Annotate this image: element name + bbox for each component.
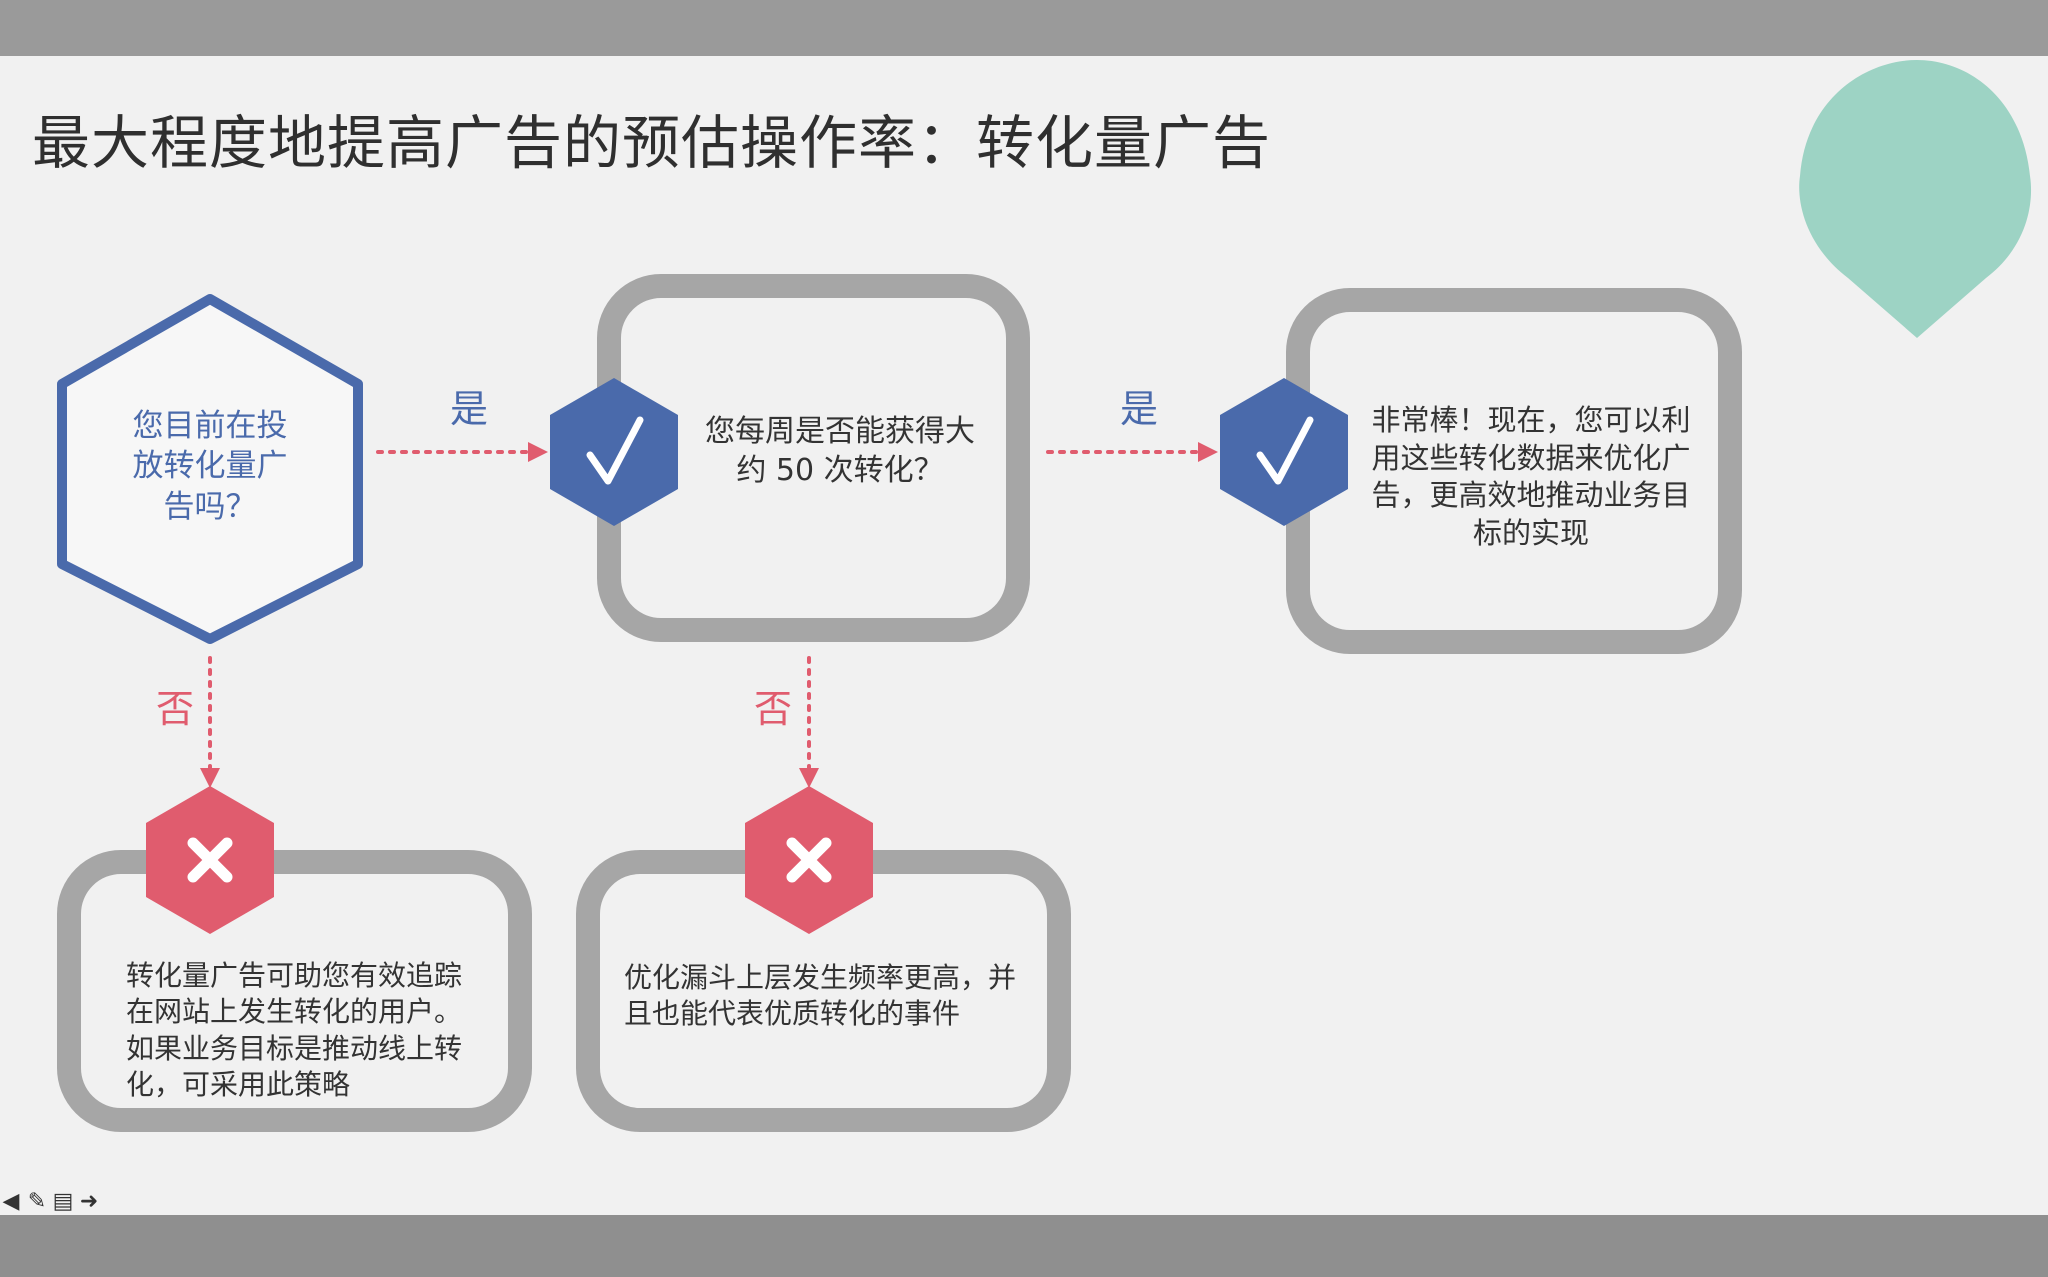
window-top-bar xyxy=(0,0,2048,56)
flowchart xyxy=(57,60,2032,1132)
question-conversion-ads: 您目前在投放转化量广告吗？ xyxy=(132,408,288,525)
slide-title: 最大程度地提高广告的预估操作率：转化量广告 xyxy=(32,109,1272,177)
question-hexagon xyxy=(57,294,363,644)
menu-icon[interactable]: ▤ xyxy=(52,1189,74,1214)
edge-label-no: 否 xyxy=(156,687,195,731)
window-bottom-bar xyxy=(0,1215,2048,1277)
edge-label-yes: 是 xyxy=(1120,387,1159,431)
question-weekly-conversions: 您每周是否能获得大约 50 次转化？ xyxy=(705,414,975,488)
check-icon xyxy=(550,378,678,526)
cross-icon xyxy=(745,786,873,934)
previous-slide-icon[interactable]: ◀ xyxy=(2,1189,20,1214)
frame-no-conversion-ads xyxy=(57,850,532,1132)
success-message: 非常棒！现在，您可以利用这些转化数据来优化广告，更高效地推动业务目标的实现 xyxy=(1371,403,1691,551)
optimize-upper-funnel-advice: 优化漏斗上层发生频率更高，并且也能代表优质转化的事件 xyxy=(624,961,1017,1031)
no-conversion-ads-advice: 转化量广告可助您有效追踪在网站上发生转化的用户。如果业务目标是推动线上转化，可采… xyxy=(126,959,463,1102)
pen-icon[interactable]: ✎ xyxy=(27,1189,47,1214)
edge-label-no: 否 xyxy=(754,687,793,731)
next-slide-icon[interactable]: ➜ xyxy=(79,1189,99,1214)
check-icon xyxy=(1220,378,1348,526)
edge-label-yes: 是 xyxy=(450,387,489,431)
presentation-toolbar: ◀ ✎ ▤ ➜ xyxy=(0,1190,100,1214)
cross-icon xyxy=(146,786,274,934)
slide: 最大程度地提高广告的预估操作率：转化量广告 xyxy=(0,56,2048,1215)
teal-drop-decoration xyxy=(1799,60,2032,338)
